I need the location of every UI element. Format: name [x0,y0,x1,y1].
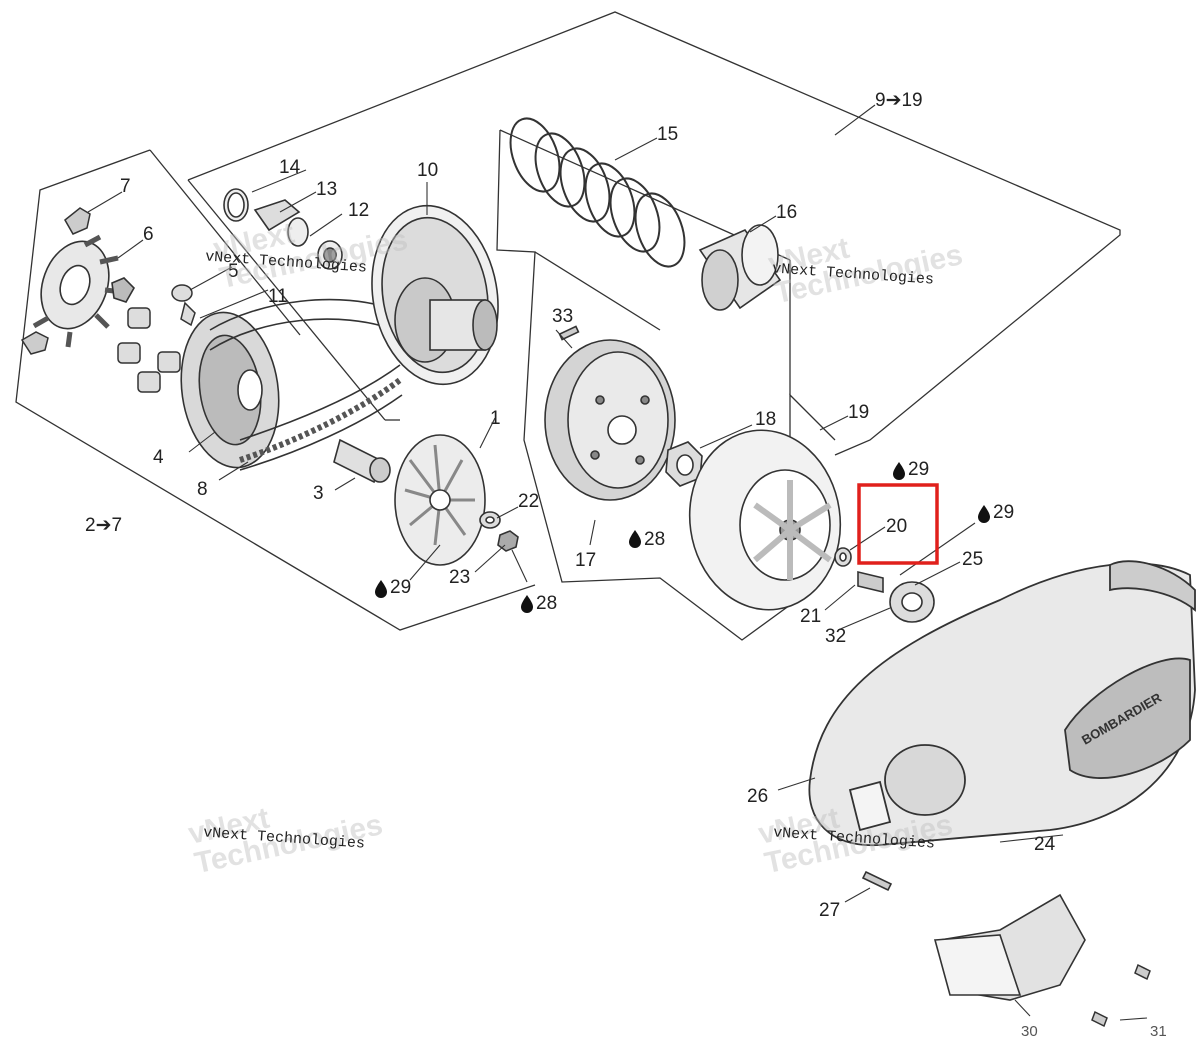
label-17[interactable]: 17 [575,550,596,571]
label-27[interactable]: 27 [819,900,840,921]
highlight-box-20 [857,483,939,565]
label-19[interactable]: 19 [848,402,869,423]
label-22[interactable]: 22 [518,491,539,512]
part-30-guard [933,893,1086,1001]
part-8-drive-belt [209,298,403,471]
part-24-cvt-cover: BOMBARDIER [808,560,1196,847]
label-range-9-19: 9➔19 [875,90,923,111]
part-1-fan-pulley [394,434,486,566]
oil-drop-icon [893,462,905,480]
lube-labels: 29 29 29 28 28 [375,459,1014,614]
part-19-drum [688,429,842,611]
oil-drop-icon [978,505,990,523]
label-8[interactable]: 8 [197,479,208,500]
parts-22-23 [479,511,519,552]
part-10-pulley [371,204,499,386]
part-16-cup [698,224,782,311]
group-outlines [15,11,1121,641]
label-12[interactable]: 12 [348,200,369,221]
label-4[interactable]: 4 [153,447,164,468]
label-16[interactable]: 16 [776,202,797,223]
parts-rollers [117,284,196,393]
label-23[interactable]: 23 [449,567,470,588]
part-17-clutch [544,325,676,501]
lube-29-right: 29 [993,502,1014,523]
oil-drop-icon [521,595,533,613]
lube-29-left: 29 [390,577,411,598]
lube-29-upper: 29 [908,459,929,480]
parts-31-bolts [1091,963,1151,1028]
label-24[interactable]: 24 [1034,834,1056,855]
label-26[interactable]: 26 [747,786,768,807]
label-25[interactable]: 25 [962,549,983,570]
outline-9-19 [187,11,1121,456]
lube-28-center: 28 [644,529,665,550]
label-21[interactable]: 21 [800,606,821,627]
part-7-roller-guide [20,207,91,355]
label-32[interactable]: 32 [825,626,846,647]
part-3-sleeve [333,438,391,484]
label-3[interactable]: 3 [313,483,324,504]
label-18[interactable]: 18 [755,409,776,430]
oil-drop-icon [629,530,641,548]
lube-28-lower: 28 [536,593,557,614]
label-31[interactable]: 31 [1150,1023,1167,1040]
label-20[interactable]: 20 [886,516,907,537]
label-7[interactable]: 7 [120,176,131,197]
part-labels: 7 6 5 11 14 13 12 10 15 16 33 18 19 20 2… [85,90,1167,1040]
part-4-fixed-sheave [180,311,280,469]
part-6-ramp-plate [32,234,135,348]
label-33[interactable]: 33 [552,306,573,327]
leader-lines [87,104,1148,1021]
parts-21-25-32 [834,547,935,623]
label-14[interactable]: 14 [279,157,301,178]
label-15[interactable]: 15 [657,124,678,145]
label-13[interactable]: 13 [316,179,337,200]
part-15-spring [509,117,686,268]
label-range-2-7: 2➔7 [85,515,122,536]
outline-2-7 [15,149,536,631]
label-6[interactable]: 6 [143,224,154,245]
label-1[interactable]: 1 [490,408,501,429]
label-11[interactable]: 11 [268,286,288,307]
part-27-bolt [861,870,893,892]
label-10[interactable]: 10 [417,160,438,181]
oil-drop-icon [375,580,387,598]
label-30[interactable]: 30 [1021,1023,1038,1040]
label-5[interactable]: 5 [228,261,239,282]
